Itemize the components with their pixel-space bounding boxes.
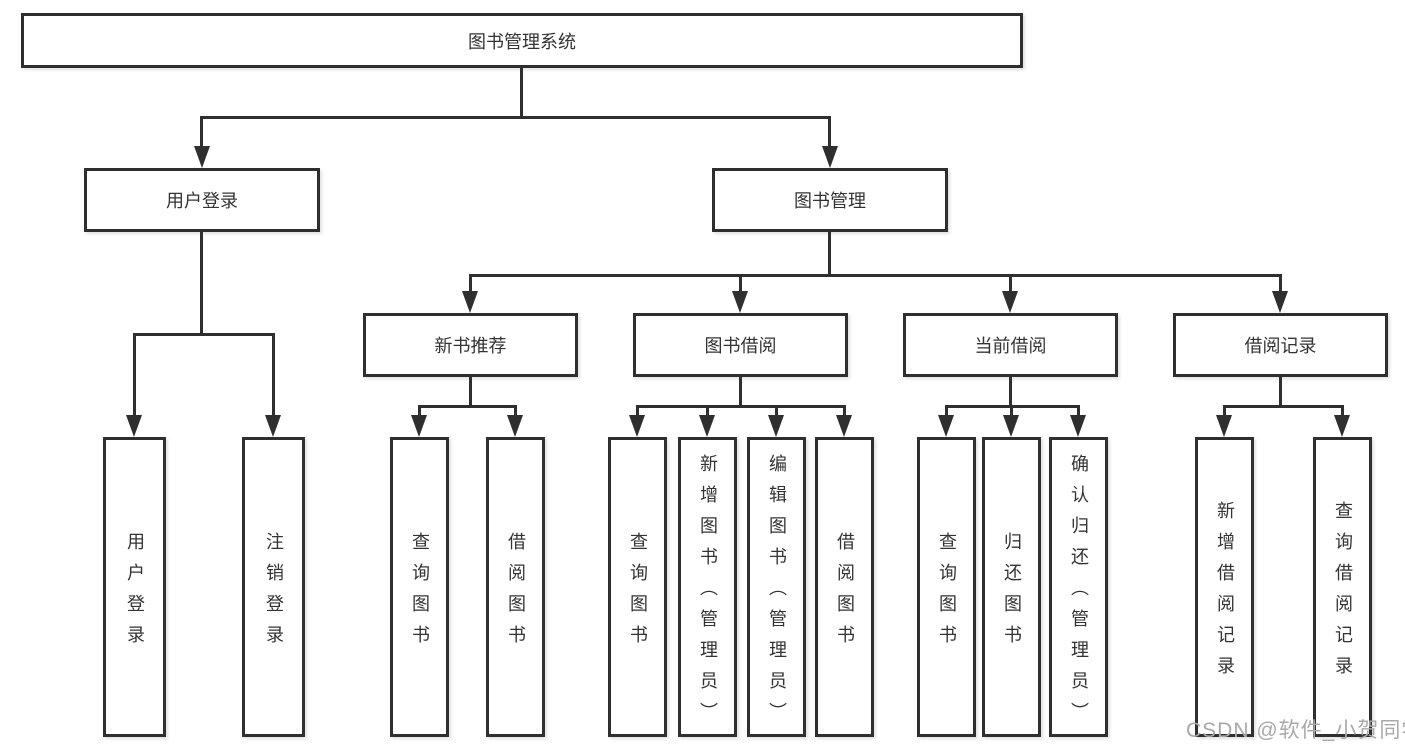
leaf-logout-label: 注销登录 <box>263 531 284 656</box>
node-current-borrowing: 当前借阅 <box>903 313 1118 377</box>
leaf-cb-return-books-label: 归还图书 <box>1001 531 1022 656</box>
leaf-br-add-record: 新增借阅记录 <box>1195 437 1254 737</box>
leaf-nb-borrow-books: 借阅图书 <box>486 437 545 737</box>
leaf-br-query-record: 查询借阅记录 <box>1313 437 1372 737</box>
leaf-nb-query-books: 查询图书 <box>390 437 449 737</box>
node-root-label: 图书管理系统 <box>468 31 576 52</box>
connector-new-book-rail <box>418 405 517 408</box>
leaf-user-login-label: 用户登录 <box>124 531 145 656</box>
arrowhead-cb-confirm-icon <box>1070 415 1086 437</box>
connector-book-mgmt-shaft <box>828 119 831 148</box>
leaf-cb-query-books-label: 查询图书 <box>936 531 957 656</box>
leaf-user-login: 用户登录 <box>103 437 166 737</box>
connector-current-borrow-rail <box>945 405 1080 408</box>
connector-cb-query-shaft <box>945 408 948 417</box>
arrowhead-br-query-icon <box>1334 415 1350 437</box>
connector-leaf-logout-shaft <box>272 336 275 417</box>
arrowhead-borrow-records-icon <box>1272 291 1288 313</box>
connector-nb-borrow-shaft <box>514 408 517 417</box>
leaf-cb-query-books: 查询图书 <box>917 437 976 737</box>
node-user-login-label: 用户登录 <box>166 191 238 211</box>
arrowhead-user-login-icon <box>194 146 210 168</box>
connector-new-book-shaft <box>469 277 472 293</box>
leaf-bb-edit-books-admin-label: 编辑图书（管理员） <box>766 454 787 733</box>
node-root: 图书管理系统 <box>21 13 1023 68</box>
connector-user-login-stem <box>200 232 203 336</box>
arrowhead-book-borrow-icon <box>732 291 748 313</box>
node-current-borrowing-label: 当前借阅 <box>974 336 1047 356</box>
connector-borrow-records-shaft <box>1279 277 1282 293</box>
leaf-bb-edit-books-admin: 编辑图书（管理员） <box>747 437 806 737</box>
arrowhead-cb-return-icon <box>1003 415 1019 437</box>
connector-current-borrow-shaft <box>1009 277 1012 293</box>
connector-cb-return-shaft <box>1010 408 1013 417</box>
arrowhead-book-mgmt-icon <box>822 146 838 168</box>
arrowhead-br-add-icon <box>1216 415 1232 437</box>
node-new-book-recommend-label: 新书推荐 <box>434 336 507 356</box>
leaf-bb-borrow-books-label: 借阅图书 <box>834 531 855 656</box>
leaf-br-query-record-label: 查询借阅记录 <box>1332 500 1353 687</box>
node-borrowing-records: 借阅记录 <box>1173 313 1388 377</box>
watermark: CSDN @软件_小贺同学 <box>1186 719 1405 742</box>
connector-bb-edit-shaft <box>775 408 778 417</box>
connector-book-borrow-shaft <box>739 277 742 293</box>
node-book-borrowing-label: 图书借阅 <box>704 336 777 356</box>
connector-bb-add-shaft <box>706 408 709 417</box>
connector-book-mgmt-stem <box>828 232 831 277</box>
arrowhead-new-book-icon <box>462 291 478 313</box>
arrowhead-current-borrow-icon <box>1002 291 1018 313</box>
connector-borrow-records-rail <box>1223 405 1344 408</box>
connector-user-login-rail <box>133 333 275 336</box>
connector-bb-query-shaft <box>636 408 639 417</box>
arrowhead-bb-query-icon <box>629 415 645 437</box>
connector-level2-rail <box>200 116 831 119</box>
connector-level3-rail <box>469 274 1282 277</box>
leaf-cb-confirm-return-admin: 确认归还（管理员） <box>1049 437 1108 737</box>
node-book-borrowing: 图书借阅 <box>633 313 848 377</box>
connector-br-add-shaft <box>1223 408 1226 417</box>
connector-current-borrow-stem <box>1009 377 1012 408</box>
leaf-cb-return-books: 归还图书 <box>982 437 1041 737</box>
connector-bb-borrow-shaft <box>843 408 846 417</box>
arrowhead-bb-borrow-icon <box>836 415 852 437</box>
connector-cb-confirm-shaft <box>1077 408 1080 417</box>
leaf-cb-confirm-return-admin-label: 确认归还（管理员） <box>1068 454 1089 733</box>
connector-root-stem <box>520 68 523 119</box>
connector-br-query-shaft <box>1341 408 1344 417</box>
node-book-management-label: 图书管理 <box>794 191 866 211</box>
arrowhead-cb-query-icon <box>938 415 954 437</box>
arrowhead-nb-borrow-icon <box>507 415 523 437</box>
arrowhead-leaf-login-icon <box>126 415 142 437</box>
leaf-logout: 注销登录 <box>242 437 305 737</box>
connector-book-borrow-rail <box>636 405 846 408</box>
node-user-login: 用户登录 <box>84 168 320 232</box>
arrowhead-bb-add-icon <box>699 415 715 437</box>
connector-borrow-records-stem <box>1279 377 1282 408</box>
arrowhead-nb-query-icon <box>411 415 427 437</box>
connector-nb-query-shaft <box>418 408 421 417</box>
node-book-management: 图书管理 <box>712 168 948 232</box>
leaf-bb-query-books: 查询图书 <box>608 437 667 737</box>
connector-leaf-login-shaft <box>133 336 136 417</box>
connector-new-book-stem <box>469 377 472 408</box>
node-new-book-recommend: 新书推荐 <box>363 313 578 377</box>
connector-book-borrow-stem <box>739 377 742 408</box>
connector-user-login-shaft <box>200 119 203 148</box>
leaf-bb-borrow-books: 借阅图书 <box>815 437 874 737</box>
arrowhead-leaf-logout-icon <box>265 415 281 437</box>
arrowhead-bb-edit-icon <box>768 415 784 437</box>
leaf-bb-add-books-admin-label: 新增图书（管理员） <box>697 454 718 733</box>
leaf-bb-add-books-admin: 新增图书（管理员） <box>678 437 737 737</box>
leaf-bb-query-books-label: 查询图书 <box>627 531 648 656</box>
leaf-nb-borrow-books-label: 借阅图书 <box>505 531 526 656</box>
leaf-br-add-record-label: 新增借阅记录 <box>1214 500 1235 687</box>
node-borrowing-records-label: 借阅记录 <box>1244 336 1317 356</box>
leaf-nb-query-books-label: 查询图书 <box>409 531 430 656</box>
